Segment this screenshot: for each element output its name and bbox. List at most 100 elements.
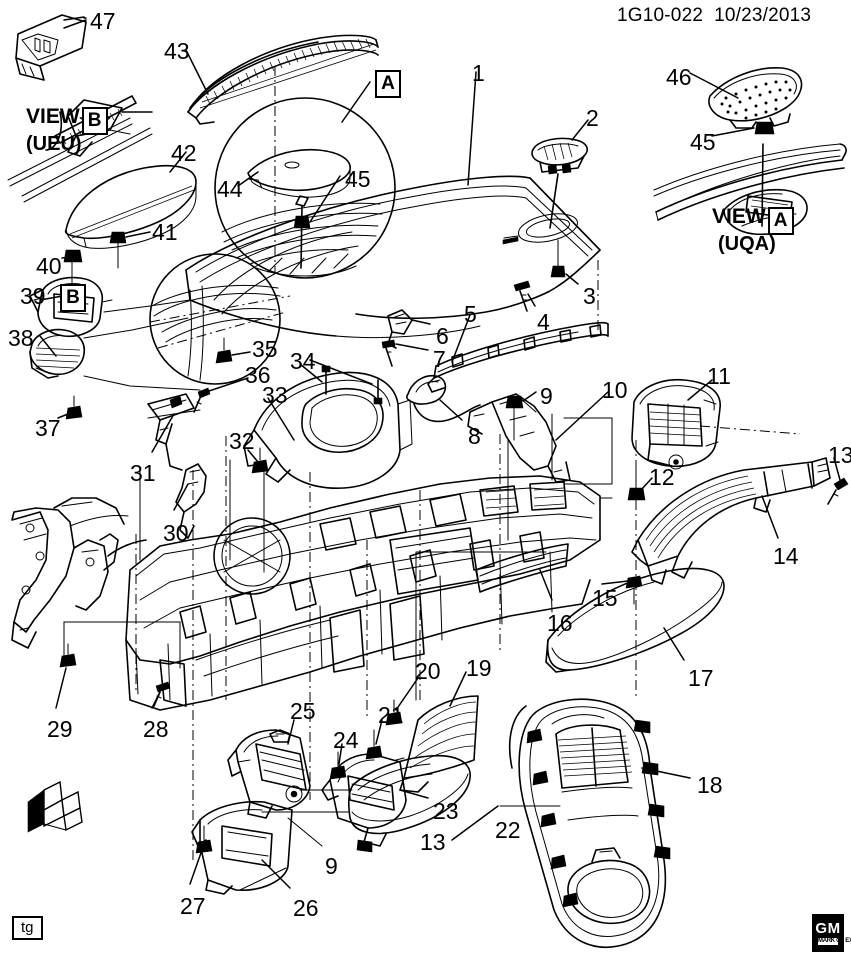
callout-number-43: 43 xyxy=(164,38,190,64)
callout-number-21: 21 xyxy=(378,702,404,728)
callout-number-44: 44 xyxy=(217,176,243,202)
callout-number-45: 45 xyxy=(345,166,371,192)
leader-34b xyxy=(309,359,373,385)
callout-number-19: 19 xyxy=(466,655,492,681)
part-7-artwork xyxy=(381,339,396,367)
part-8-artwork xyxy=(406,374,481,423)
leader-3 xyxy=(565,273,579,285)
leader-47 xyxy=(63,19,87,29)
callout-number-16: 16 xyxy=(547,610,573,636)
callout-number-13: 13 xyxy=(420,829,446,855)
callout-number-5: 5 xyxy=(464,301,477,327)
callout-number-28: 28 xyxy=(143,716,169,742)
callout-number-18: 18 xyxy=(697,772,723,798)
detail-callout-b: B xyxy=(60,284,86,312)
view-b-label-text: VIEW xyxy=(26,105,80,128)
callout-number-11: 11 xyxy=(707,363,731,389)
part-43-artwork xyxy=(187,34,379,125)
callout-number-10: 10 xyxy=(602,377,628,403)
part-22-artwork xyxy=(348,551,561,835)
part-35-artwork xyxy=(215,337,233,364)
view-a-letter-box: A xyxy=(767,207,794,235)
callout-number-40: 40 xyxy=(36,253,62,279)
part-27-artwork xyxy=(195,825,213,854)
callout-number-9: 9 xyxy=(540,383,553,409)
callout-number-39: 39 xyxy=(20,283,46,309)
leader-35 xyxy=(231,351,251,356)
callout-number-17: 17 xyxy=(688,665,714,691)
callout-number-38: 38 xyxy=(8,325,34,351)
part-21-artwork xyxy=(365,729,383,760)
part-23-artwork xyxy=(321,753,407,853)
callout-number-42: 42 xyxy=(171,140,197,166)
callout-number-13: 13 xyxy=(828,442,851,468)
part-5-artwork xyxy=(427,321,609,393)
part-18-artwork xyxy=(508,698,671,948)
callout-number-22: 22 xyxy=(495,817,521,843)
assembly-line-3 xyxy=(83,375,201,391)
leader-16 xyxy=(539,569,553,601)
callout-number-47: 47 xyxy=(90,8,116,34)
leader-9 xyxy=(522,391,537,402)
view-b-letter-box: B xyxy=(81,107,108,135)
leader-41 xyxy=(125,231,151,238)
leader-26 xyxy=(261,859,291,889)
callout-number-4: 4 xyxy=(537,309,550,335)
leader-27 xyxy=(189,849,203,885)
part-2-artwork xyxy=(531,137,589,229)
callout-number-33: 33 xyxy=(262,382,288,408)
callout-number-6: 6 xyxy=(436,323,449,349)
sheet-stamp: tg xyxy=(12,916,43,940)
callout-number-24: 24 xyxy=(333,727,359,753)
detail-callout-a: A xyxy=(375,70,401,98)
callout-number-36: 36 xyxy=(245,362,271,388)
callout-number-41: 41 xyxy=(152,219,178,245)
assembly-line-2 xyxy=(103,299,191,313)
assembly-line-4 xyxy=(147,409,201,419)
leader-17 xyxy=(663,627,685,661)
part-15-artwork xyxy=(625,575,643,605)
part-36-artwork xyxy=(193,387,211,413)
part-29-artwork xyxy=(59,643,77,668)
gm-logo-sub: MARK OF EXC xyxy=(818,937,851,945)
callout-number-7: 7 xyxy=(433,346,446,372)
leader-6 xyxy=(411,319,431,325)
witness-12 xyxy=(287,817,323,847)
leader-14 xyxy=(761,495,779,539)
gm-logo-text: GM xyxy=(815,919,841,937)
part-9-artwork xyxy=(505,395,524,441)
leader-45-viewa xyxy=(711,127,755,137)
view-a-label-text: VIEW xyxy=(712,205,766,228)
part-34-artwork xyxy=(321,365,383,405)
part-4-artwork xyxy=(513,280,531,312)
part-13-artwork xyxy=(827,477,849,505)
part-12-artwork xyxy=(627,469,646,501)
pedal-assembly-artwork xyxy=(11,497,147,649)
part-37-artwork xyxy=(65,395,83,420)
part-11-artwork xyxy=(631,378,801,470)
part-6-artwork xyxy=(387,309,413,349)
callout-number-29: 29 xyxy=(47,716,73,742)
callout-number-30: 30 xyxy=(163,520,189,546)
part-17-artwork xyxy=(545,567,725,673)
callout-number-15: 15 xyxy=(592,585,618,611)
leader-38 xyxy=(39,335,57,357)
view-a-option-code: (UQA) xyxy=(718,233,776,255)
part-26-artwork xyxy=(191,800,293,895)
drawing-header: 1G10-022 10/23/2013 xyxy=(617,5,812,26)
callout-number-20: 20 xyxy=(415,658,441,684)
leader-detail-a xyxy=(341,81,371,123)
leader-7 xyxy=(395,343,429,351)
part-25-artwork xyxy=(227,729,311,819)
part-24-artwork xyxy=(329,751,347,780)
gm-logo: GM MARK OF EXC xyxy=(812,914,851,952)
part-41-artwork xyxy=(109,231,127,269)
part-19-artwork xyxy=(399,695,479,793)
leader-23 xyxy=(399,789,429,799)
callout-number-3: 3 xyxy=(583,283,596,309)
callout-number-32: 32 xyxy=(229,428,255,454)
leader-36 xyxy=(205,377,249,393)
callout-number-31: 31 xyxy=(130,460,156,486)
callout-number-14: 14 xyxy=(773,543,799,569)
